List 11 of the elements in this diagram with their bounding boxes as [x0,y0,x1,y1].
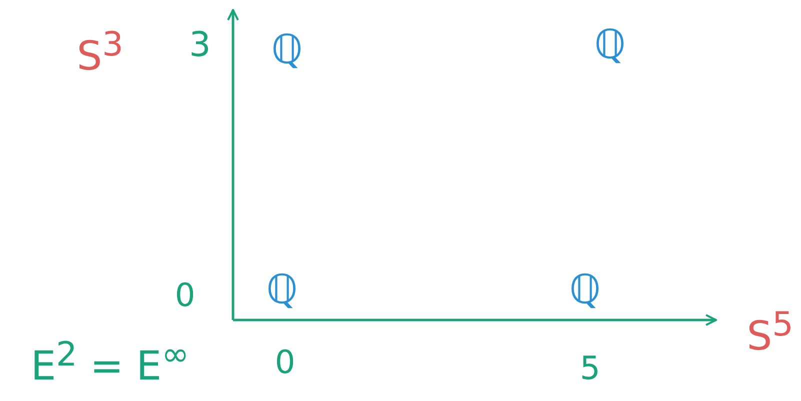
group-entry: ℚ [594,25,626,65]
degree-label: 0 [274,346,296,378]
degree-label: 0 [174,279,196,311]
sphere-label: S$^{5}$ [746,307,794,357]
group-entry: ℚ [271,30,303,70]
group-entry: ℚ [569,270,601,310]
page-label: E$^{2}$ = E$^{∞}$ [30,337,190,387]
group-entry: ℚ [266,270,298,310]
degree-label: 5 [580,352,600,384]
degree-label: 3 [189,28,211,62]
sphere-label: S$^{3}$ [76,27,124,77]
